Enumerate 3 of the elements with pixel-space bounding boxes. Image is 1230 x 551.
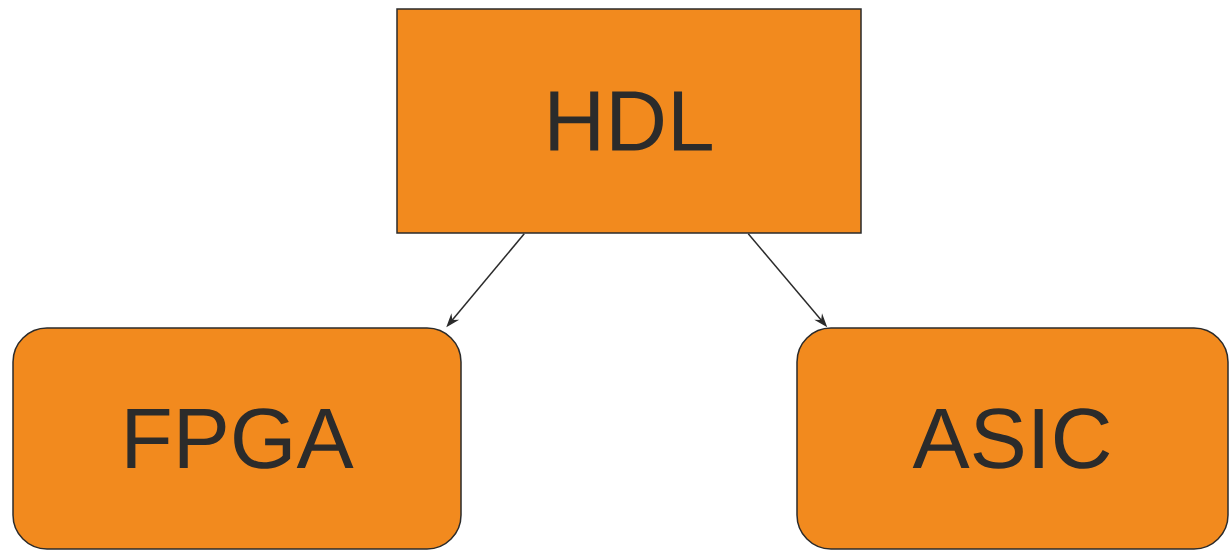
rounded-box: FPGA — [12, 327, 462, 550]
rounded-box: ASIC — [796, 327, 1229, 550]
process-box: HDL — [396, 8, 862, 234]
